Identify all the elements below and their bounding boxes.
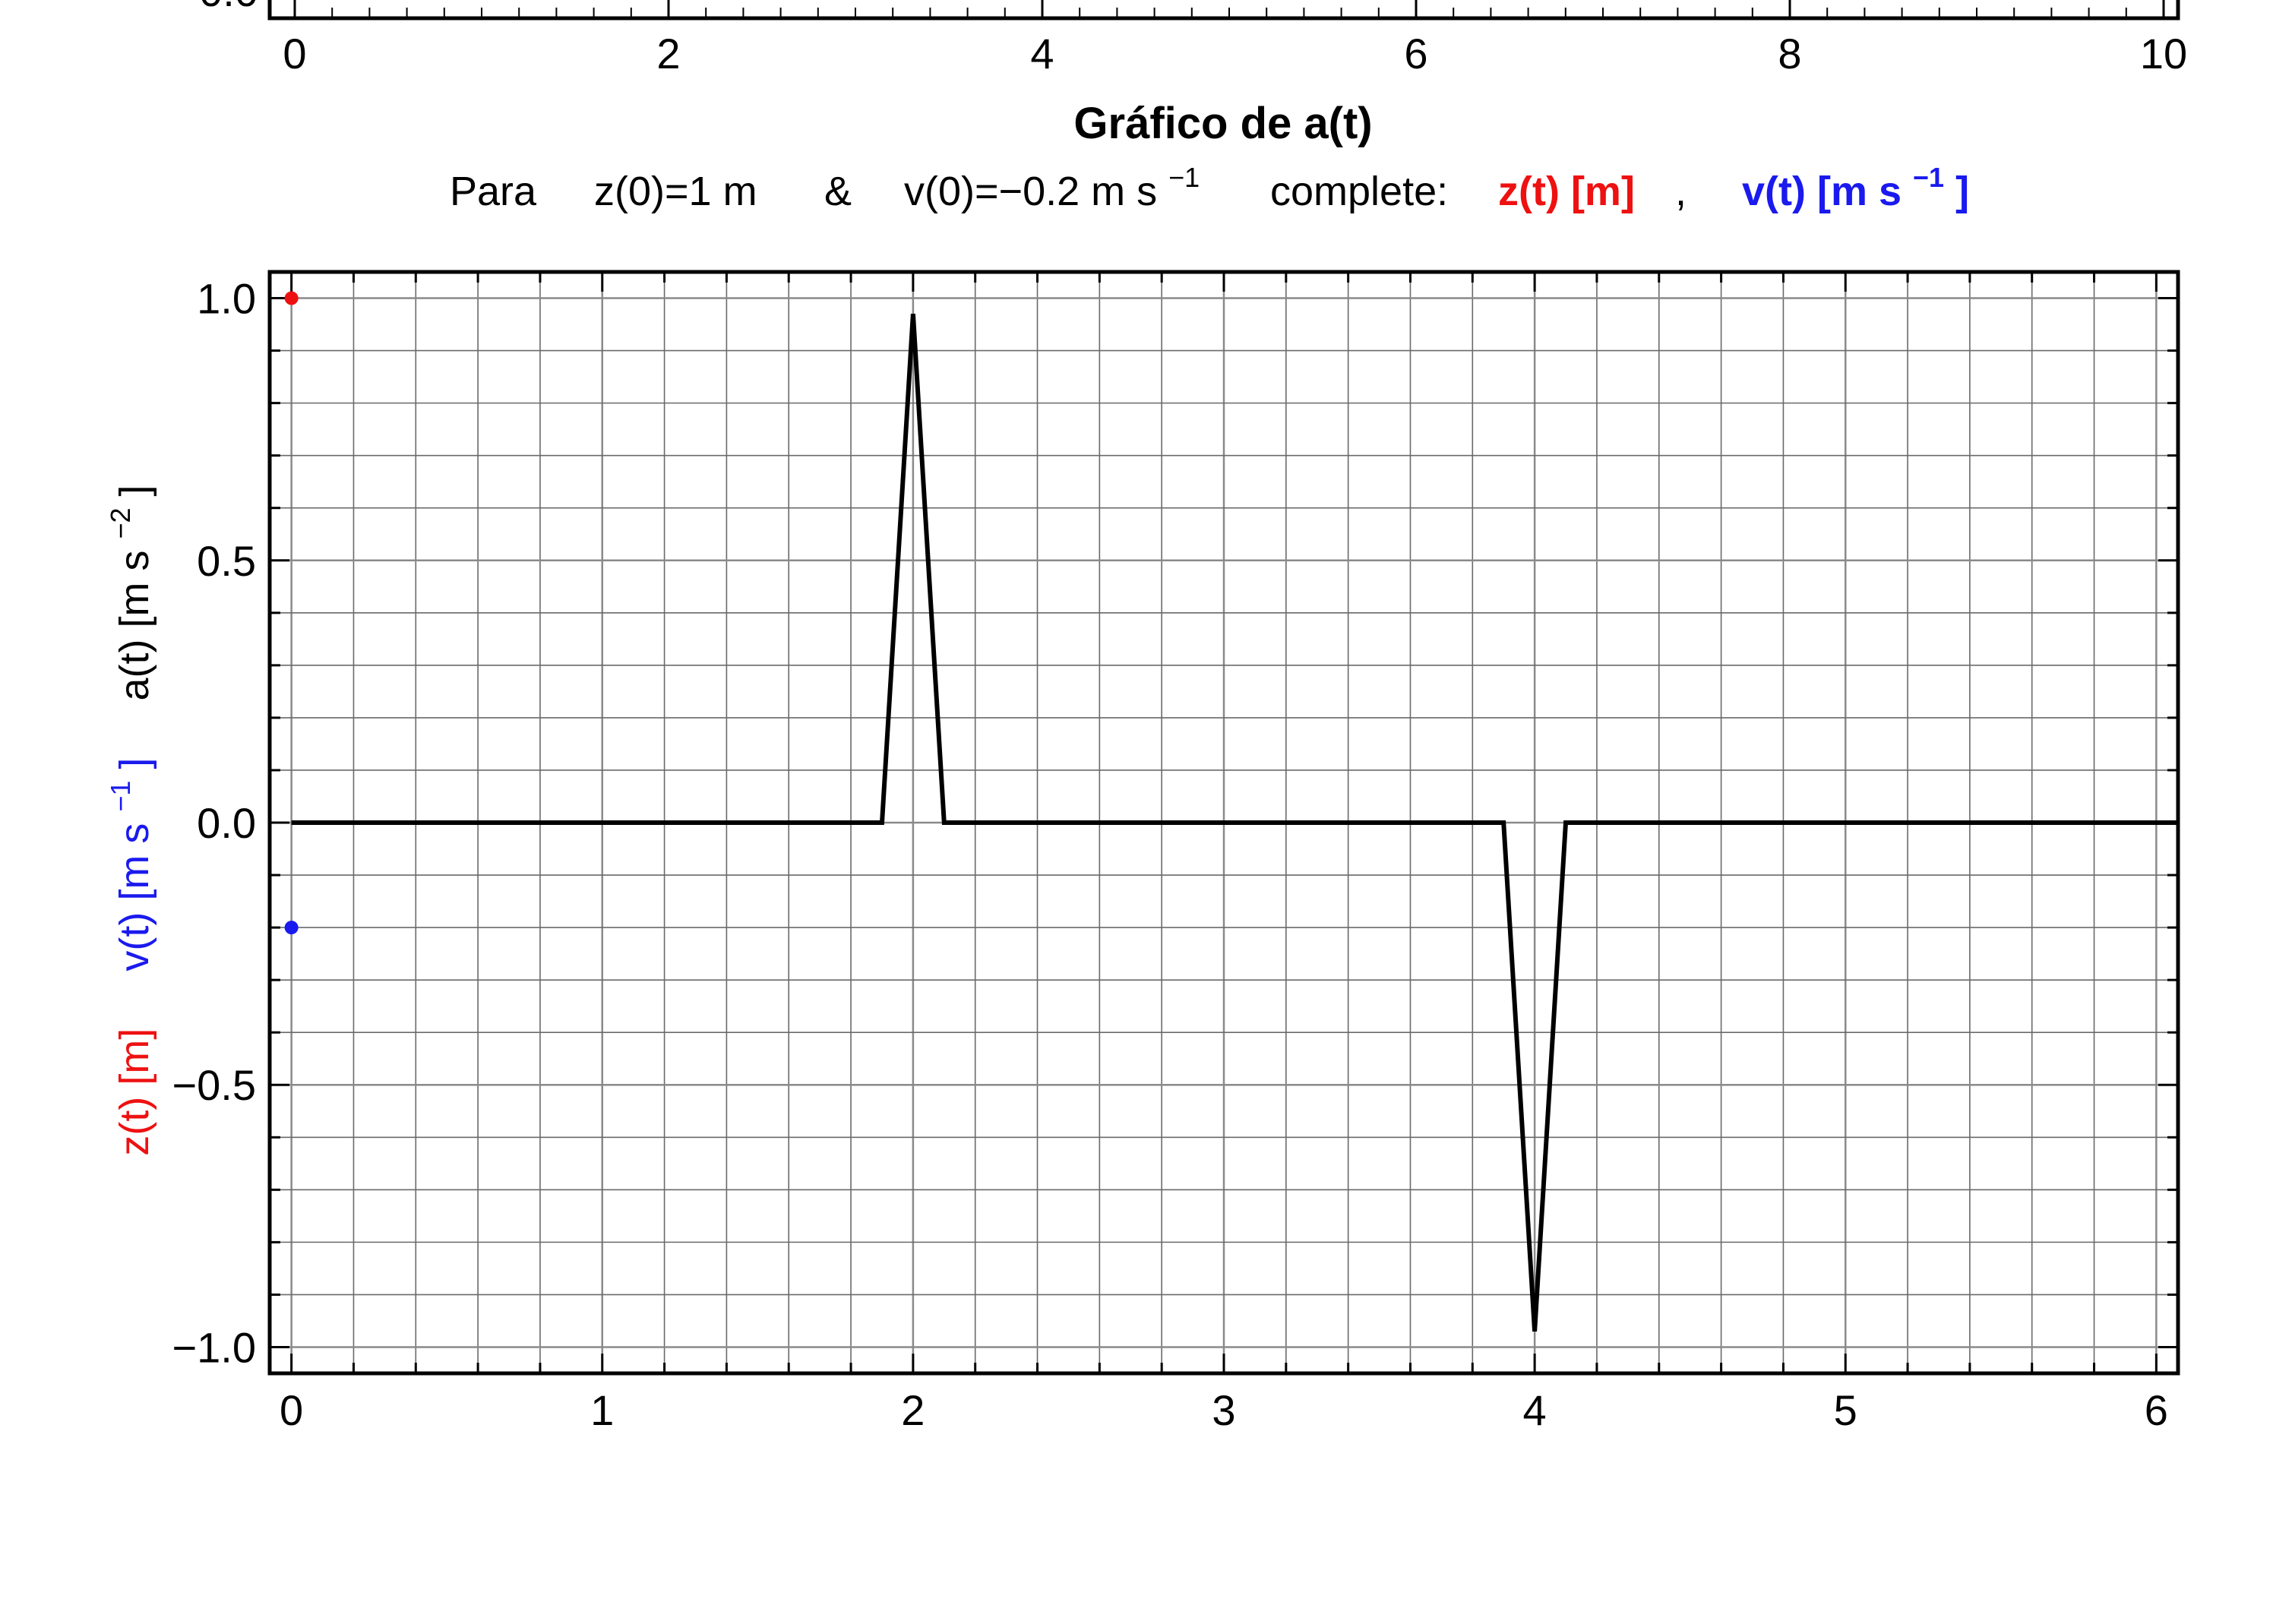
top-chart-frame — [267, 0, 2180, 21]
subtitle-complete: complete: — [1270, 169, 1448, 214]
top-x-tick-label: 0 — [283, 30, 306, 77]
top-chart-ticks: 0 2 4 6 8 10 — [283, 0, 2187, 77]
series-line-a — [291, 314, 2178, 1332]
ylabel-a: a(t) [m s — [112, 551, 157, 701]
x-tick-label: 1 — [590, 1386, 614, 1434]
chart-subtitle: Para z(0)=1 m & v(0)=−0.2 m s −1 complet… — [450, 150, 1969, 214]
y-tick-label: −0.5 — [172, 1061, 256, 1109]
initial-value-marker — [284, 291, 299, 305]
ylabel-v: v(t) [m s — [112, 823, 157, 972]
subtitle-z0: z(0)=1 m — [594, 169, 757, 214]
x-tick-label: 3 — [1212, 1386, 1235, 1434]
x-tick-label: 5 — [1834, 1386, 1857, 1434]
subtitle-para: Para — [450, 169, 537, 214]
ylabel-z: z(t) [m] — [112, 1028, 157, 1156]
subtitle-z-label: z(t) [m] — [1498, 169, 1635, 214]
ylabel-v-exp: −1 — [105, 781, 136, 812]
initial-value-marker — [284, 921, 299, 935]
plot-frame — [267, 270, 2180, 1376]
subtitle-v0: v(0)=−0.2 m s — [904, 169, 1157, 214]
top-x-tick-label: 8 — [1778, 30, 1801, 77]
subtitle-v0-exp: −1 — [1168, 162, 1200, 193]
main-chart: 0 1 2 3 4 5 6 1.0 0.5 0.0 −0.5 −1.0 — [172, 270, 2180, 1434]
top-x-tick-label: 6 — [1404, 30, 1427, 77]
top-y-tick-fragment: 0.0 — [199, 0, 258, 15]
ylabel-a-end: ] — [112, 485, 157, 496]
top-x-tick-label: 2 — [656, 30, 680, 77]
subtitle-v-label: v(t) [m s — [1742, 169, 1902, 214]
subtitle-amp: & — [824, 169, 852, 214]
chart-series — [291, 314, 2178, 1332]
top-chart: 0 2 4 6 8 10 0.0 — [199, 0, 2187, 77]
x-tick-label: 6 — [2145, 1386, 2168, 1434]
subtitle-v-label-end: ] — [1955, 169, 1969, 214]
y-tick-label: −1.0 — [172, 1323, 256, 1371]
x-tick-label: 4 — [1523, 1386, 1547, 1434]
chart-title: Gráfico de a(t) — [1073, 99, 1372, 148]
y-axis-label: z(t) [m] v(t) [m s −1 ] a(t) [m s −2 ] — [93, 485, 157, 1155]
y-tick-label: 1.0 — [197, 275, 256, 323]
x-tick-label: 2 — [901, 1386, 925, 1434]
subtitle-v-label-exp: −1 — [1913, 162, 1944, 193]
ylabel-v-end: ] — [112, 758, 157, 769]
ylabel-a-exp: −2 — [105, 507, 136, 539]
y-tick-label: 0.5 — [197, 537, 256, 585]
top-x-tick-label: 4 — [1030, 30, 1054, 77]
x-tick-label: 0 — [280, 1386, 303, 1434]
chart-markers — [284, 291, 299, 935]
top-x-tick-label: 10 — [2140, 30, 2187, 77]
chart-tick-labels: 0 1 2 3 4 5 6 1.0 0.5 0.0 −0.5 −1.0 — [172, 275, 2168, 1434]
y-tick-label: 0.0 — [197, 799, 256, 847]
subtitle-comma: , — [1675, 169, 1687, 214]
